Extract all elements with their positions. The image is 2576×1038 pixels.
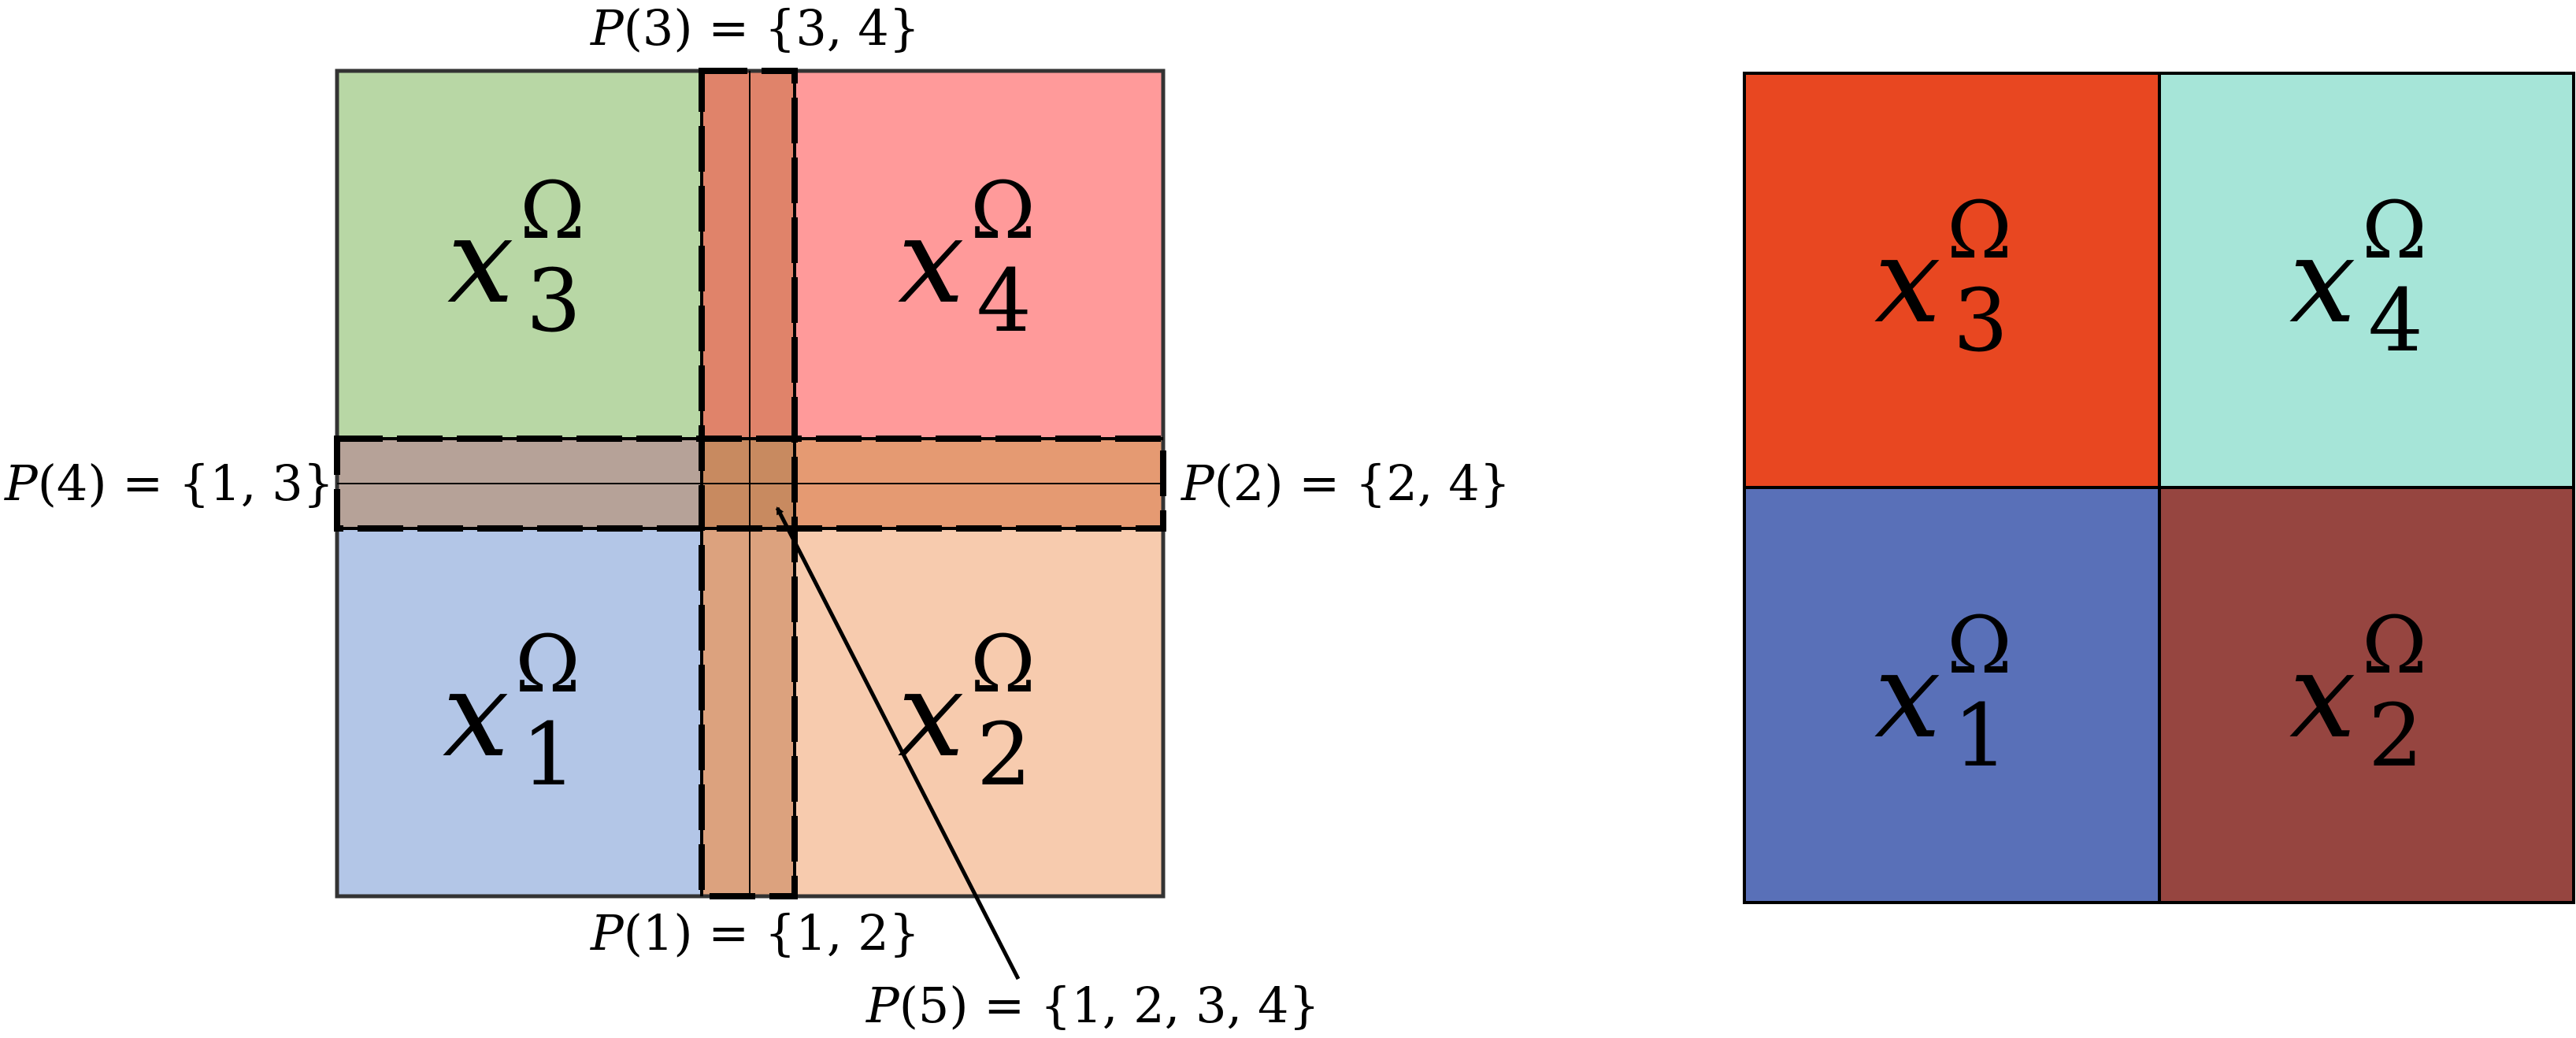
label-sup: Ω [520, 165, 585, 257]
label-fn: P [1181, 454, 1215, 512]
right-panel: x Ω 3 x Ω 4 x Ω 1 x Ω 2 [1743, 72, 2575, 904]
left-region-x2-label: x Ω 2 [898, 618, 1036, 805]
label-rest: = {1, 3} [107, 454, 335, 512]
label-sub: 1 [521, 704, 576, 805]
label-arg: (5) [899, 977, 969, 1034]
label-fn: P [590, 904, 625, 962]
label-sup: Ω [2362, 184, 2427, 276]
label-base: x [2289, 628, 2356, 765]
right-region-x4-label: x Ω 4 [2289, 184, 2427, 371]
label-rest: = {3, 4} [693, 0, 921, 57]
left-region-x3-fill [337, 71, 702, 439]
label-fn: P [865, 977, 900, 1034]
label-base: x [447, 193, 514, 330]
label-rest: = {2, 4} [1284, 454, 1511, 512]
right-region-x1 [1743, 486, 2161, 904]
label-sup: Ω [1947, 184, 2012, 276]
vertical-overlap-dashed-outline [699, 68, 798, 899]
label-fn: P [4, 454, 39, 512]
label-arg: (1) [624, 904, 693, 962]
left-region-x3-label: x Ω 3 [447, 165, 585, 351]
vertical-overlap-bottom [702, 528, 795, 896]
label-sup: Ω [970, 165, 1036, 257]
label-arg: (3) [624, 0, 693, 57]
p5-pointer-arrow [775, 506, 1021, 981]
right-region-x3 [1743, 72, 2161, 489]
right-region-x2-label: x Ω 2 [2289, 599, 2427, 786]
left-region-x1-fill [337, 528, 702, 896]
right-region-x3-label: x Ω 3 [1874, 184, 2012, 371]
left-region-x2-fill [795, 528, 1163, 896]
overlap-label-p2: P(2) = {2, 4} [1181, 454, 1510, 512]
overlap-label-p4: P(4) = {1, 3} [4, 454, 334, 512]
label-sup: Ω [2362, 599, 2427, 691]
label-fn: P [590, 0, 625, 57]
label-base: x [898, 647, 965, 784]
label-rest: = {1, 2} [693, 904, 921, 962]
label-sub: 3 [1953, 270, 2008, 371]
right-region-x4 [2158, 72, 2575, 489]
label-base: x [443, 647, 510, 784]
overlap-label-p1: P(1) = {1, 2} [590, 904, 920, 962]
label-sup: Ω [1947, 599, 2012, 691]
left-region-x4-fill [795, 71, 1163, 439]
right-region-x2 [2158, 486, 2575, 904]
label-arg: (2) [1214, 454, 1284, 512]
label-sub: 4 [2368, 270, 2423, 371]
label-arg: (4) [38, 454, 107, 512]
right-region-x1-label: x Ω 1 [1874, 599, 2012, 786]
horizontal-overlap-dashed-outline [334, 436, 1166, 532]
label-rest: = {1, 2, 3, 4} [969, 977, 1320, 1034]
vertical-overlap-top [702, 71, 795, 439]
label-base: x [1874, 213, 1941, 350]
overlap-label-p3: P(3) = {3, 4} [590, 0, 920, 57]
label-base: x [2289, 213, 2356, 350]
left-region-x4-label: x Ω 4 [898, 165, 1036, 351]
label-sub: 4 [977, 250, 1032, 351]
label-base: x [898, 193, 965, 330]
label-sup: Ω [515, 618, 580, 710]
left-region-x1-label: x Ω 1 [443, 618, 580, 805]
overlap-label-p5: P(5) = {1, 2, 3, 4} [865, 977, 1320, 1034]
left-panel: x Ω 3 x Ω 4 x Ω 1 x Ω 2 P(3) = {3, 4} P(… [4, 0, 1510, 1034]
label-sub: 2 [2368, 685, 2423, 786]
label-sub: 2 [977, 704, 1032, 805]
label-sub: 3 [526, 250, 581, 351]
label-base: x [1874, 628, 1941, 765]
label-sub: 1 [1953, 685, 2008, 786]
label-sup: Ω [970, 618, 1036, 710]
